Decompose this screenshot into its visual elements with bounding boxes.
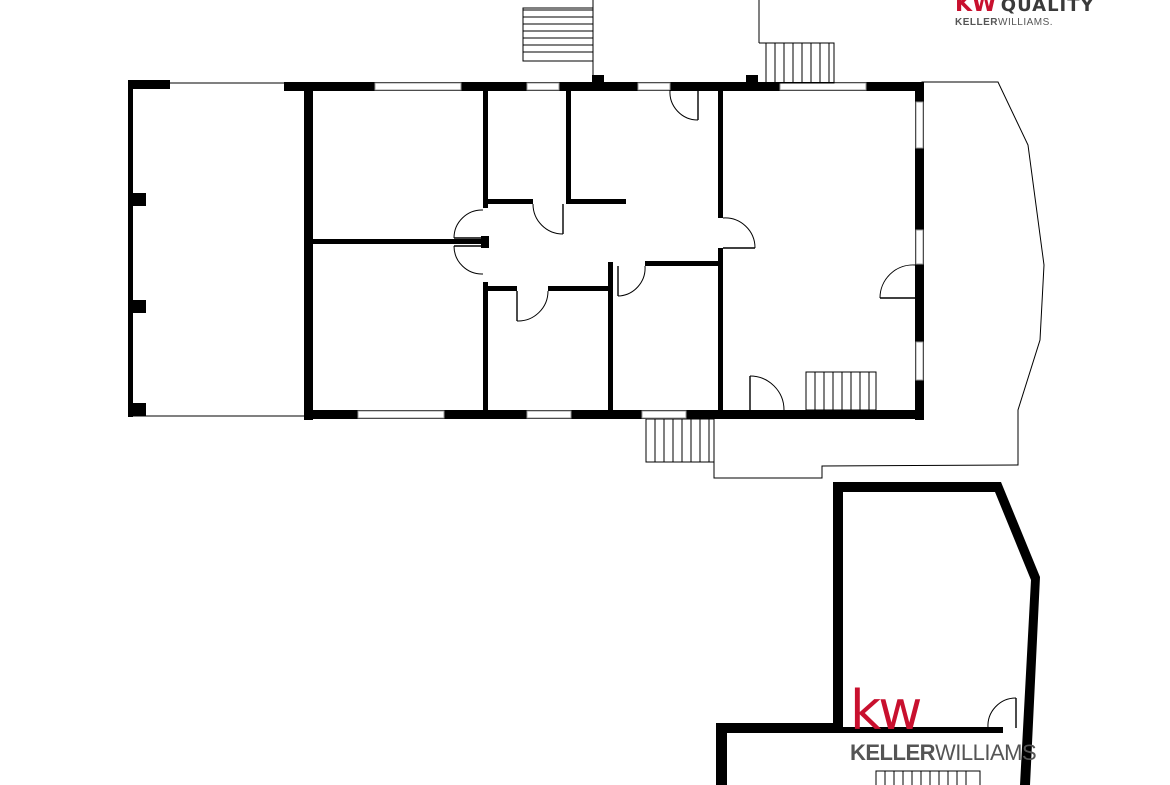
door-hall-right <box>722 217 756 249</box>
door-bath <box>532 203 564 235</box>
covered-porch <box>128 80 307 417</box>
lower-structure <box>716 482 1040 785</box>
stairs-lower <box>875 770 981 785</box>
stairs-top-right <box>746 0 835 84</box>
watermark-subtitle: KELLERWILLIAMS <box>850 740 1037 765</box>
stairs-interior <box>805 371 877 411</box>
door-closet <box>516 290 549 322</box>
interior-walls <box>308 88 723 414</box>
top-right-logo: KW QUALITY KELLERWILLIAMS. <box>955 0 1095 28</box>
doors <box>453 89 924 419</box>
door-bedroom-lower <box>453 245 484 275</box>
logo-subtitle: KELLERWILLIAMS. <box>955 17 1054 28</box>
door-entry-top <box>669 89 699 121</box>
watermark-mark: kw <box>850 679 922 742</box>
door-bedroom-upper <box>453 209 484 239</box>
stairs-top-left <box>522 0 604 84</box>
stairs-bottom-center <box>645 418 715 463</box>
door-exterior-right <box>879 264 916 299</box>
center-watermark-logo: kw KELLERWILLIAMS <box>850 684 1040 766</box>
door-exterior-bottom <box>746 375 924 419</box>
windows <box>357 82 924 419</box>
exterior-walls <box>284 82 924 420</box>
door-room-small <box>617 265 646 297</box>
door-lower <box>987 697 1017 729</box>
logo-mark: KW <box>955 0 997 17</box>
logo-word: QUALITY <box>1000 0 1095 16</box>
